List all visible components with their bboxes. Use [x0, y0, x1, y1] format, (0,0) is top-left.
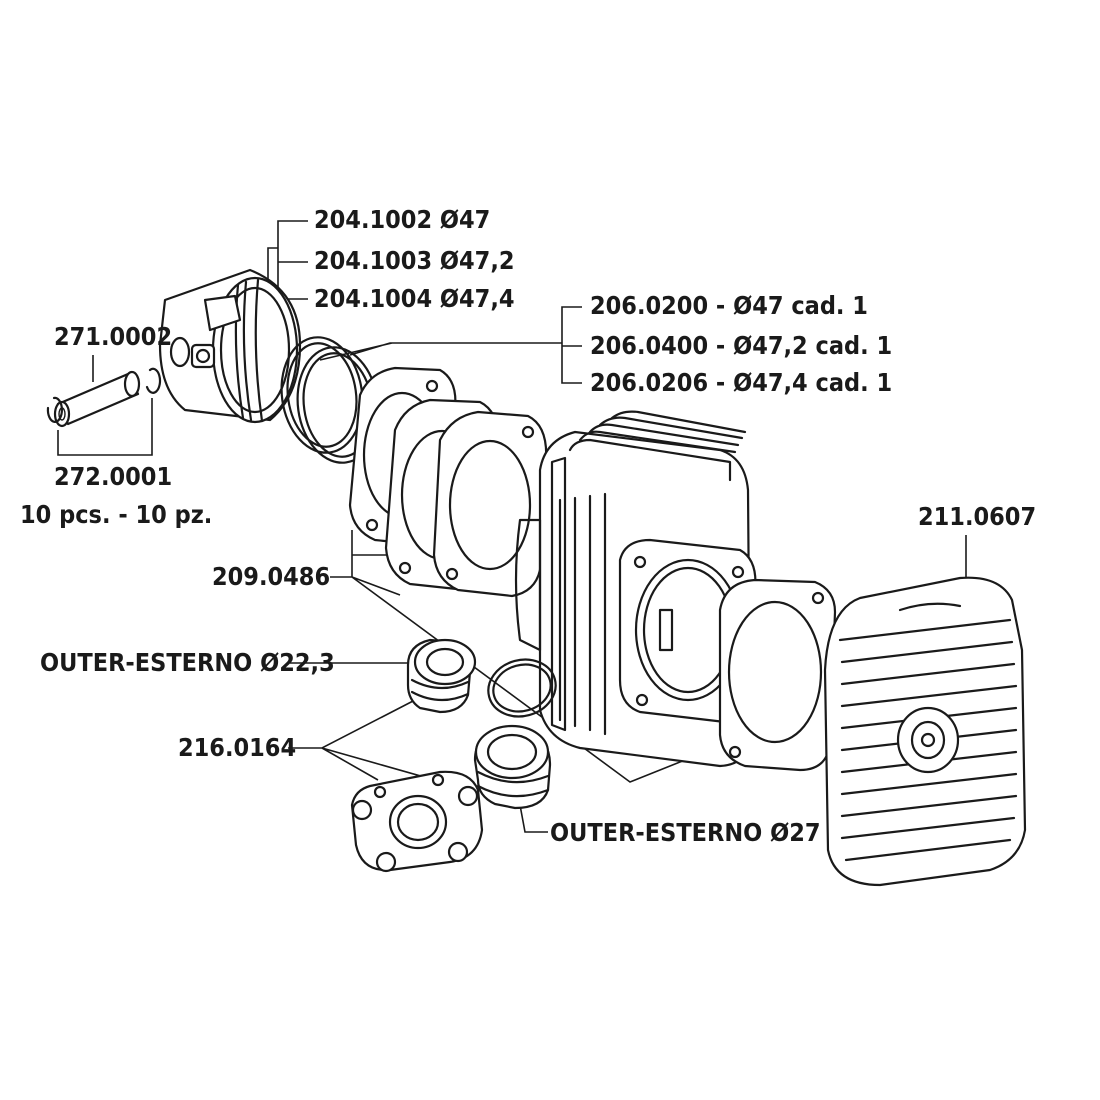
base-gasket-icon — [348, 366, 548, 598]
o-ring-icon — [487, 658, 557, 718]
label-outer-esterno-22-3: OUTER-ESTERNO Ø22,3 — [40, 648, 335, 677]
label-pin-271-0002: 271.0002 — [54, 322, 173, 351]
label-rings-206-0400: 206.0400 - Ø47,2 cad. 1 — [590, 331, 893, 360]
cylinder-head-icon — [823, 576, 1027, 887]
label-clips-qty: 10 pcs. - 10 pz. — [20, 500, 213, 529]
intake-flange-icon — [350, 770, 484, 873]
leader-lines — [57, 220, 967, 833]
wrist-pin-icon — [53, 370, 141, 428]
label-piston-204-1004: 204.1004 Ø47,4 — [314, 284, 515, 313]
label-manifold-216-0164: 216.0164 — [178, 733, 297, 762]
intake-adapter-icon — [406, 638, 477, 714]
label-piston-204-1002: 204.1002 Ø47 — [314, 205, 491, 234]
label-outer-esterno-27: OUTER-ESTERNO Ø27 — [550, 818, 821, 847]
head-gasket-icon — [718, 578, 837, 772]
circlip-icon — [46, 367, 162, 423]
label-rings-206-0206: 206.0206 - Ø47,4 cad. 1 — [590, 368, 893, 397]
piston-icon — [158, 268, 302, 424]
leader-outer-large — [519, 804, 548, 833]
intake-adapter-large-icon — [473, 724, 552, 810]
label-head-211-0607: 211.0607 — [918, 502, 1037, 531]
label-gaskets-209-0486: 209.0486 — [212, 562, 331, 591]
leader-rings — [319, 306, 582, 384]
label-piston-204-1003: 204.1003 Ø47,2 — [314, 246, 515, 275]
label-rings-206-0200: 206.0200 - Ø47 cad. 1 — [590, 291, 868, 320]
leader-clips — [57, 398, 153, 456]
label-clips-272-0001: 272.0001 — [54, 462, 173, 491]
leader-gaskets — [330, 530, 701, 783]
